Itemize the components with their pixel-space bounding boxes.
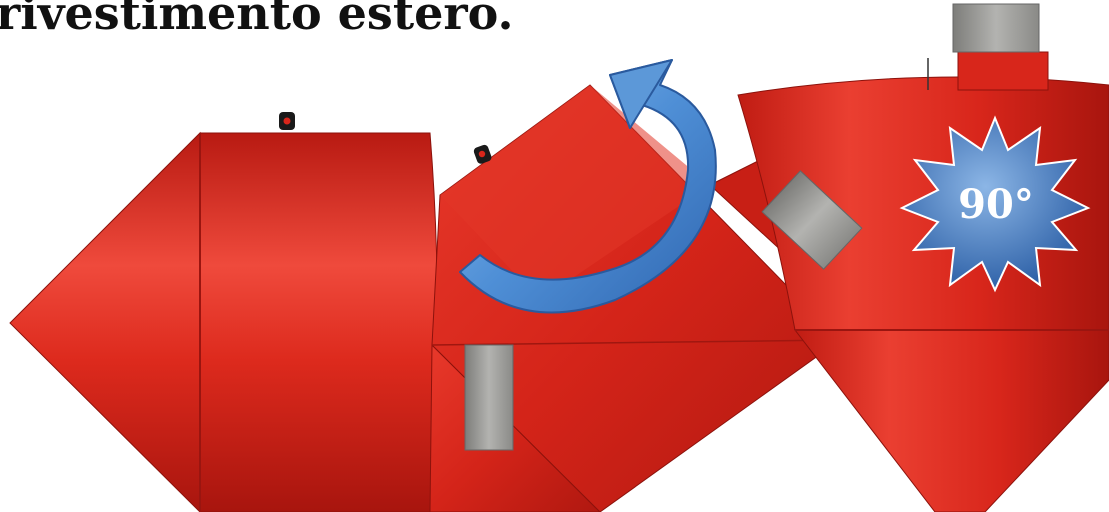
- left-cylinder: [200, 133, 438, 512]
- left-cylinder-section: [10, 112, 438, 512]
- right-cylinder-section: [738, 52, 1109, 512]
- top-nozzle: [958, 52, 1048, 90]
- gray-plate: [465, 345, 513, 450]
- gray-plate: [953, 4, 1039, 52]
- angle-label: 90°: [958, 181, 1034, 228]
- lifting-lug: [279, 112, 295, 130]
- left-cone: [10, 133, 200, 512]
- right-bottom-cone: [795, 330, 1109, 512]
